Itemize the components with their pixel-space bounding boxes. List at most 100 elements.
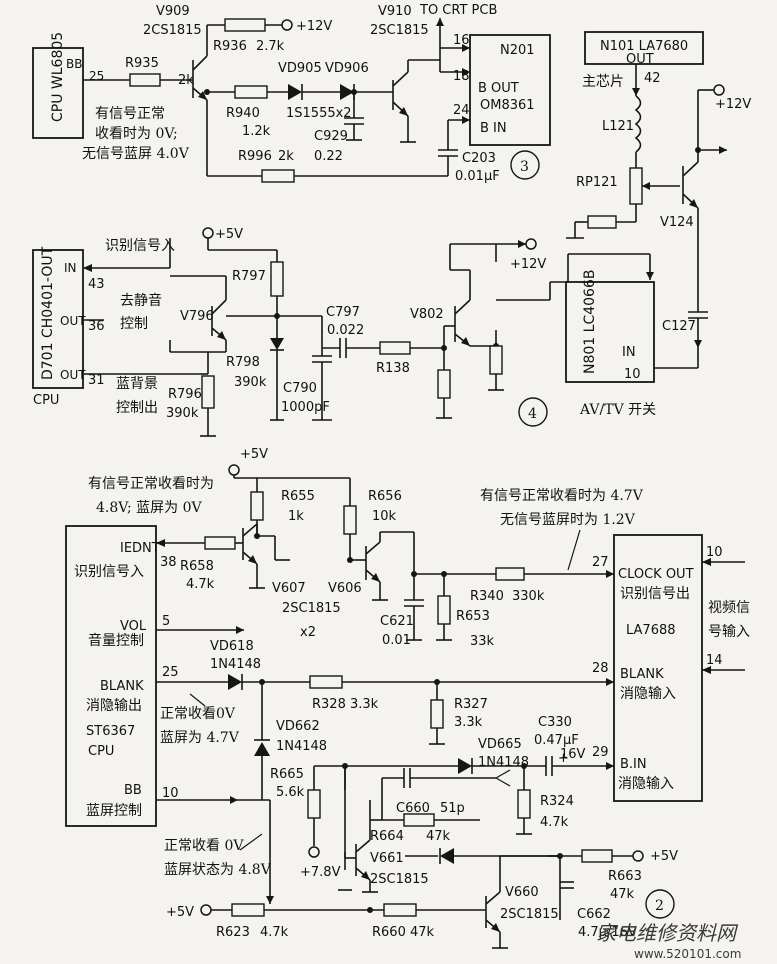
r665-resistor	[307, 789, 321, 819]
st6367-iednt-cn: 识别信号入	[74, 564, 144, 580]
n801-pin10: 10	[624, 367, 641, 382]
r796-ref: R796	[168, 387, 202, 402]
la7688-clock-out: CLOCK OUT	[618, 567, 694, 582]
r936-ref: R936	[213, 39, 247, 54]
note-5a: 正常收看0V	[160, 706, 236, 722]
c790-ref: C790	[283, 381, 317, 396]
diodes-value: 1S1555x2	[286, 106, 352, 121]
p12v-label-top: +12V	[296, 19, 332, 34]
st6367-blank: BLANK	[100, 679, 144, 694]
r660-resistor	[383, 903, 417, 917]
c127-ref: C127	[662, 319, 696, 334]
la7688-pin14: 14	[706, 653, 723, 668]
vd618-part: 1N4148	[210, 657, 261, 672]
la7688-bin-cn: 消隐输入	[618, 776, 674, 792]
r996-ref: R996	[238, 149, 272, 164]
c330-plus: +	[558, 751, 569, 766]
st6367-box	[65, 525, 157, 827]
st6367-vol: VOL	[120, 619, 147, 634]
st6367-bb-cn: 蓝屏控制	[86, 803, 142, 819]
r935-value: 2k	[178, 73, 194, 88]
note-5b: 蓝屏为 4.7V	[160, 730, 240, 746]
la7688-name: LA7688	[626, 623, 676, 638]
d701-name: D701 CH0401-OUT	[40, 246, 56, 380]
p5v-label-r623: +5V	[166, 905, 194, 920]
note-6a: 正常收看 0V	[164, 838, 244, 854]
rp121-pot	[629, 167, 643, 205]
d701-cpu: CPU	[33, 393, 59, 408]
r655-resistor	[250, 491, 264, 521]
x2-label: x2	[300, 625, 316, 640]
c662-value: 4.7μ/16V	[578, 925, 637, 940]
rp121-series-resistor	[587, 215, 617, 229]
v910-ref: V910	[378, 4, 412, 19]
r797-ref: R797	[232, 269, 266, 284]
r138-resistor	[379, 341, 411, 355]
d701-pin43: 43	[88, 277, 105, 292]
la7688-clock-cn: 识别信号出	[620, 586, 690, 602]
st6367-iednt: IEDNT	[120, 541, 160, 556]
r324-resistor	[517, 789, 531, 819]
r940-resistor	[234, 85, 268, 99]
la7688-video-in-2: 号输入	[708, 624, 750, 640]
cpu-wl6805-bb-label: BB	[66, 57, 82, 71]
n201-pin16: 16	[453, 33, 470, 48]
r996-value: 2k	[278, 149, 294, 164]
la7688-pin27: 27	[592, 555, 609, 570]
r327-value: 3.3k	[454, 715, 483, 730]
n101-pin42: 42	[644, 71, 661, 86]
la7688-blank-cn: 消隐输入	[620, 686, 676, 702]
v802-base-resistor	[437, 369, 451, 399]
st6367-cpu: CPU	[88, 744, 114, 759]
section-4-marker	[518, 397, 548, 427]
v661-part: 2SC1815	[370, 872, 429, 887]
r324-value: 4.7k	[540, 815, 569, 830]
r340-resistor	[495, 567, 525, 581]
note-1c: 无信号蓝屏 4.0V	[82, 146, 190, 162]
r798-value: 390k	[234, 375, 267, 390]
r623-value: 4.7k	[260, 925, 289, 940]
n101-main-chip: 主芯片	[582, 74, 624, 90]
c929-value: 0.22	[314, 149, 343, 164]
r665-ref: R665	[270, 767, 304, 782]
vd665-part: 1N4148	[478, 755, 529, 770]
v607-ref: V607	[272, 581, 306, 596]
p12v-label-v124: +12V	[715, 97, 751, 112]
r796-resistor	[201, 375, 215, 409]
n801-caption: AV/TV 开关	[579, 402, 656, 418]
watermark-url: www.520101.com	[634, 947, 741, 961]
r656-value: 10k	[372, 509, 397, 524]
note-6b: 蓝屏状态为 4.8V	[164, 862, 272, 878]
section-3-label: 3	[520, 159, 529, 175]
la7688-blank: BLANK	[620, 667, 664, 682]
d701-box	[32, 249, 84, 389]
r327-ref: R327	[454, 697, 488, 712]
r623-resistor	[231, 903, 265, 917]
r653-ref: R653	[456, 609, 490, 624]
d701-in: IN	[64, 261, 77, 275]
r664-resistor	[403, 813, 435, 827]
vd662-part: 1N4148	[276, 739, 327, 754]
r653-value: 33k	[470, 634, 495, 649]
r935-ref: R935	[125, 56, 159, 71]
p5v-label-r663: +5V	[650, 849, 678, 864]
r796-value: 390k	[166, 406, 199, 421]
r138-ref: R138	[376, 361, 410, 376]
d701-pin36: 36	[88, 319, 105, 334]
p5v-label-bottom: +5V	[240, 447, 268, 462]
vd665-diode	[458, 758, 472, 774]
v909-ref: V909	[156, 4, 190, 19]
st6367-blank-cn: 消隐输出	[86, 698, 142, 714]
r324-ref: R324	[540, 794, 574, 809]
n201-part: OM8361	[480, 98, 535, 113]
d701-out2: OUT	[60, 368, 86, 382]
r665-value: 5.6k	[276, 785, 305, 800]
la7688-pin10: 10	[706, 545, 723, 560]
r658-resistor	[204, 536, 236, 550]
cpu-wl6805-pin-25: 25	[89, 69, 104, 83]
r656-resistor	[343, 505, 357, 535]
n101-box	[584, 31, 704, 65]
note-3b: 4.8V; 蓝屏为 0V	[96, 500, 202, 516]
st6367-bb: BB	[124, 783, 142, 798]
